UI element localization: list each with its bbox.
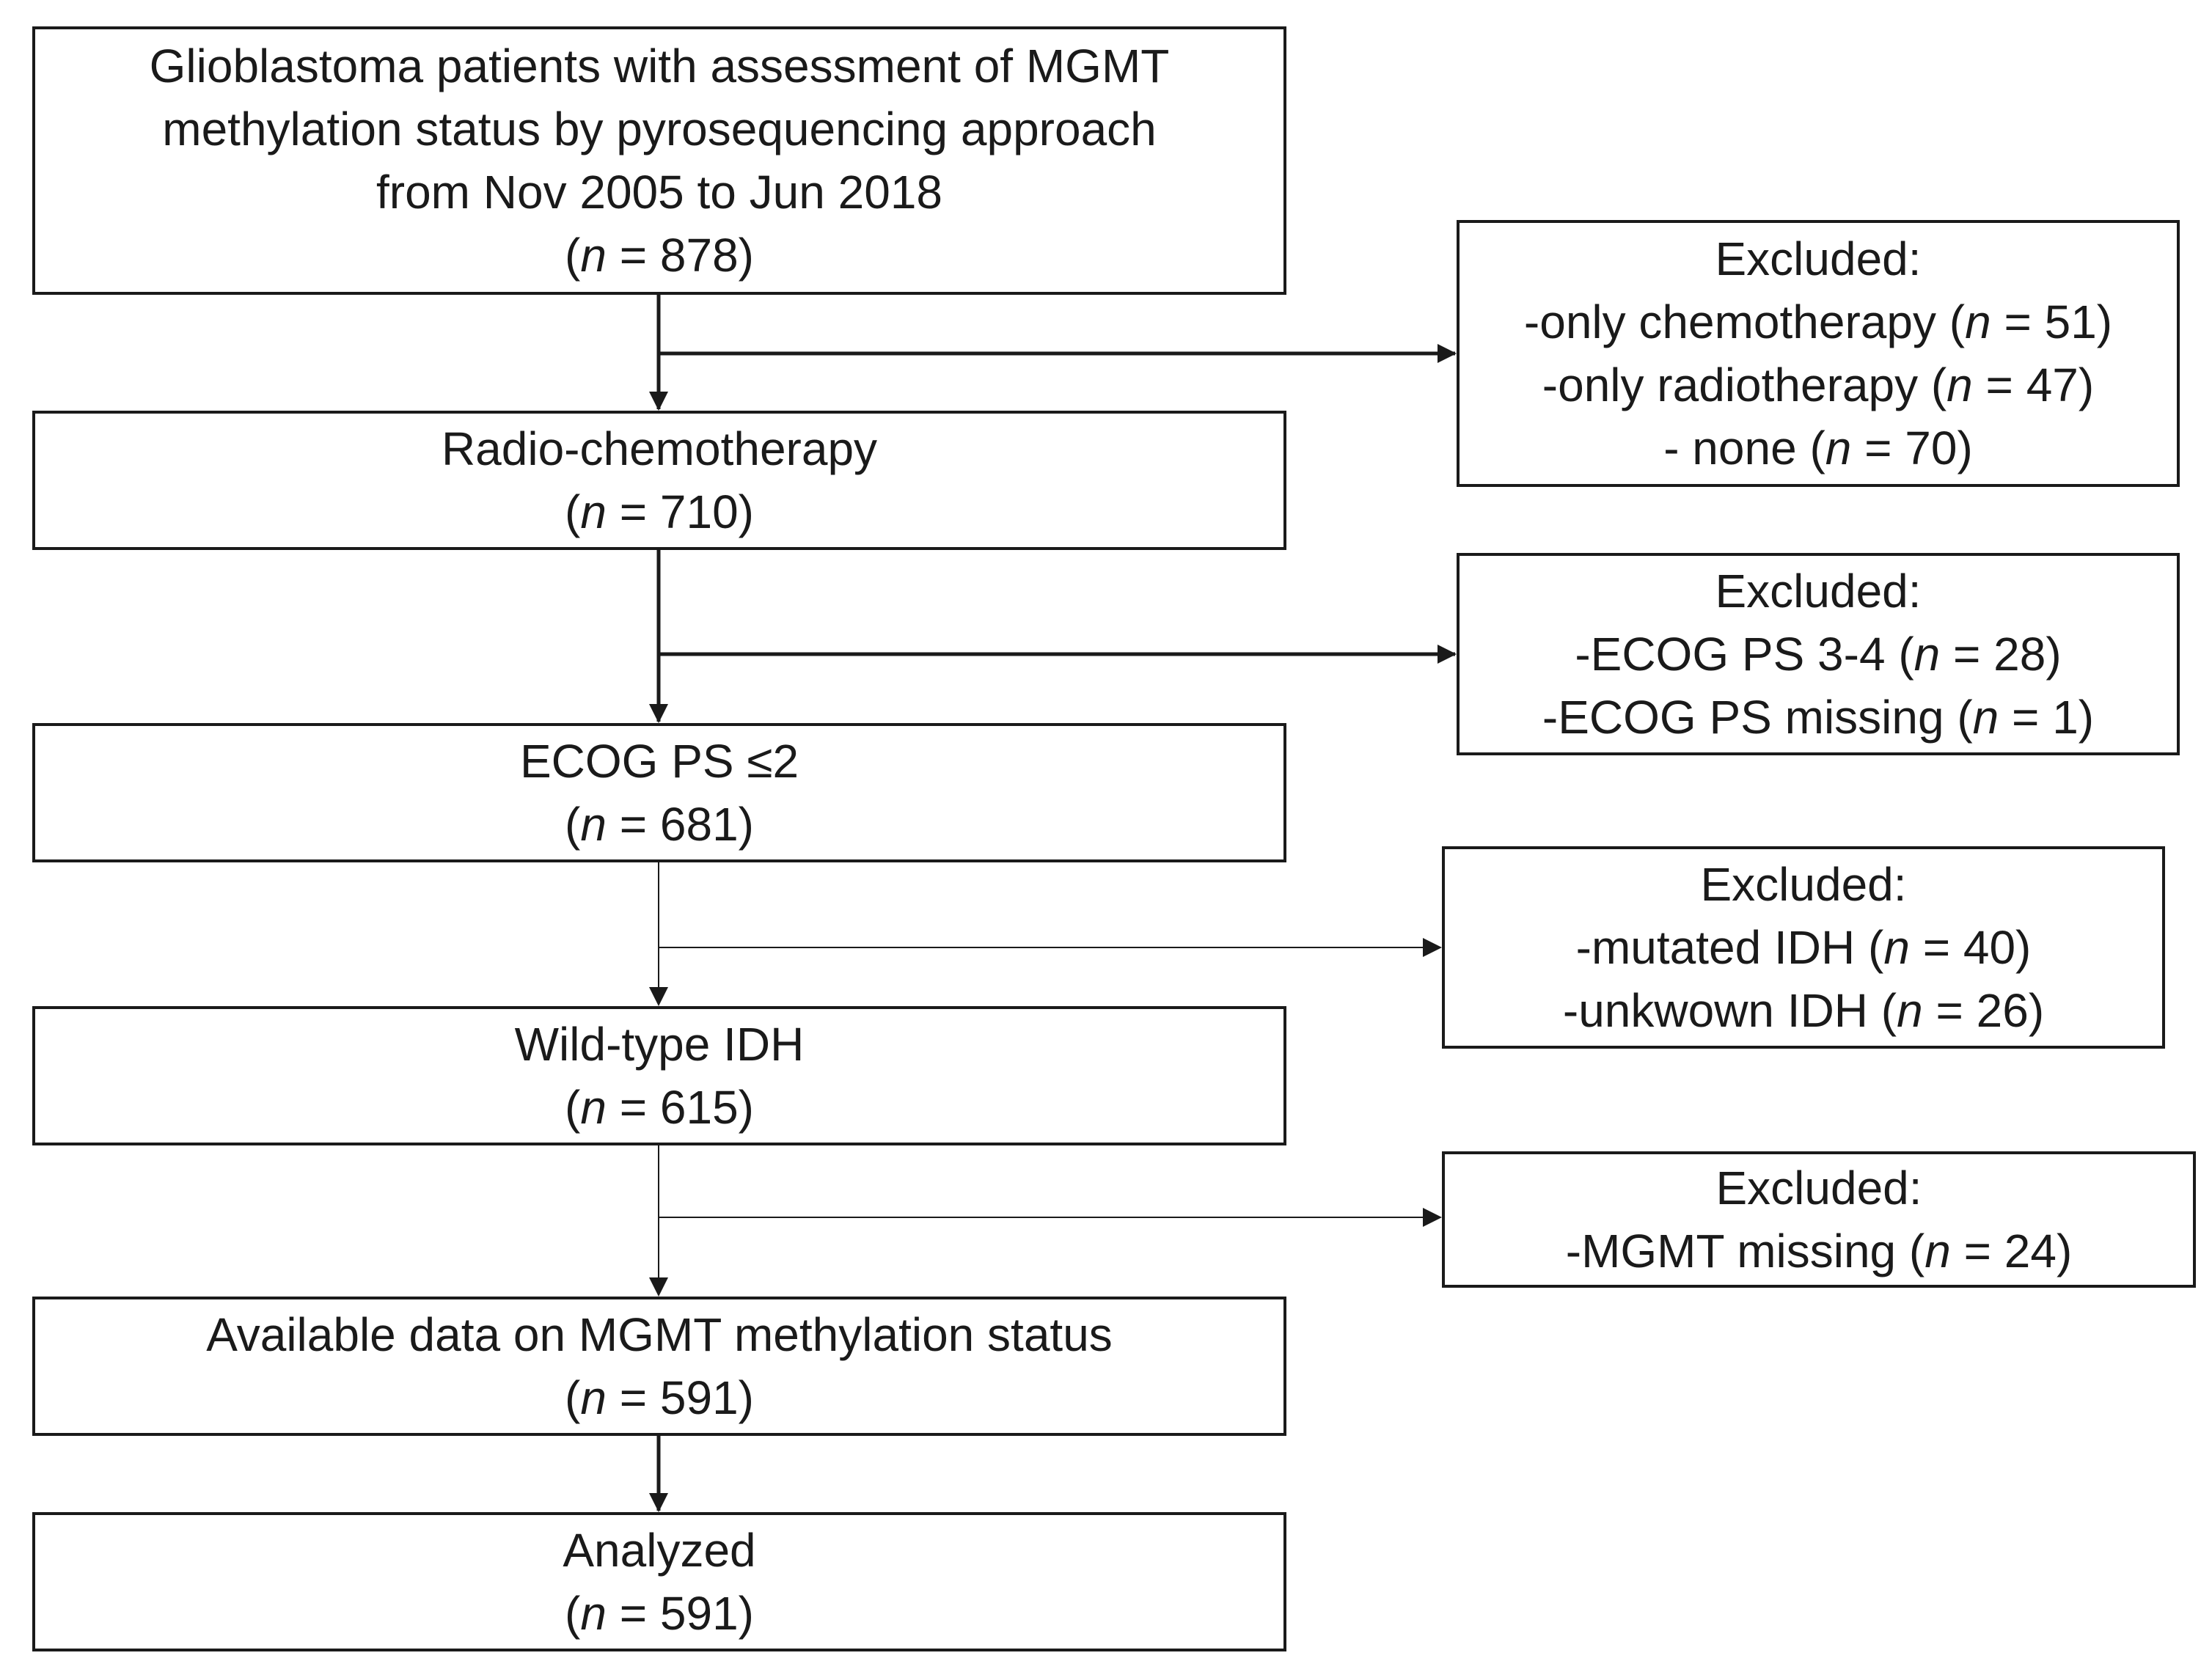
box-line: Glioblastoma patients with assessment of… <box>149 40 1170 92</box>
box-available-mgmt-data: Available data on MGMT methylation statu… <box>32 1297 1286 1436</box>
box-line: Analyzed <box>563 1524 756 1577</box>
item-label: -ECOG PS 3-4 ( <box>1575 628 1914 681</box>
n-symbol: n <box>1924 1225 1951 1277</box>
count-value: = 40) <box>1909 921 2032 974</box>
box-line: Available data on MGMT methylation statu… <box>206 1308 1113 1361</box>
box-wild-type-idh: Wild-type IDH (n = 615) <box>32 1006 1286 1145</box>
count-value: = 51) <box>1991 296 2113 348</box>
box-line: Wild-type IDH <box>514 1018 805 1071</box>
count-value: = 591) <box>606 1371 754 1424</box>
count-value: = 710) <box>606 485 754 538</box>
count-value: = 591) <box>606 1587 754 1640</box>
count-value: = 615) <box>606 1081 754 1134</box>
count-value: = 24) <box>1950 1225 2073 1277</box>
box-count: (n = 591) <box>565 1366 754 1429</box>
box-excluded-idh: Excluded: -mutated IDH (n = 40) -unkwown… <box>1442 846 2165 1049</box>
box-excluded-treatment: Excluded: -only chemotherapy (n = 51) -o… <box>1457 220 2180 487</box>
excluded-item: -mutated IDH (n = 40) <box>1576 916 2032 979</box>
count-value: = 878) <box>606 229 754 282</box>
count-prefix: ( <box>565 798 581 851</box>
item-label: -MGMT missing ( <box>1565 1225 1925 1277</box>
n-symbol: n <box>1965 296 1991 348</box>
count-value: = 1) <box>1999 691 2095 744</box>
item-label: -ECOG PS missing ( <box>1542 691 1973 744</box>
box-initial-cohort: Glioblastoma patients with assessment of… <box>32 26 1286 295</box>
count-value: = 28) <box>1940 628 2062 681</box>
box-excluded-ecog: Excluded: -ECOG PS 3-4 (n = 28) -ECOG PS… <box>1457 553 2180 755</box>
count-prefix: ( <box>565 485 581 538</box>
count-prefix: ( <box>565 1587 581 1640</box>
n-symbol: n <box>580 1371 607 1424</box>
item-label: -unkwown IDH ( <box>1562 984 1897 1037</box>
excluded-heading: Excluded: <box>1700 858 1907 911</box>
n-symbol: n <box>580 1081 607 1134</box>
box-count: (n = 681) <box>565 793 754 856</box>
count-value: = 47) <box>1972 359 2095 411</box>
box-line: methylation status by pyrosequencing app… <box>162 103 1157 155</box>
item-label: -only radiotherapy ( <box>1542 359 1947 411</box>
item-label: - none ( <box>1663 422 1825 474</box>
excluded-heading: Excluded: <box>1715 565 1922 617</box>
box-count: (n = 710) <box>565 480 754 543</box>
count-prefix: ( <box>565 1081 581 1134</box>
item-label: -only chemotherapy ( <box>1523 296 1966 348</box>
n-symbol: n <box>580 485 607 538</box>
box-radio-chemotherapy: Radio-chemotherapy (n = 710) <box>32 411 1286 550</box>
count-prefix: ( <box>565 1371 581 1424</box>
box-line: from Nov 2005 to Jun 2018 <box>376 166 943 219</box>
excluded-heading: Excluded: <box>1715 1162 1922 1214</box>
box-ecog-ps: ECOG PS ≤2 (n = 681) <box>32 723 1286 862</box>
excluded-item: -only chemotherapy (n = 51) <box>1524 290 2112 353</box>
n-symbol: n <box>580 229 607 282</box>
excluded-item: -ECOG PS 3-4 (n = 28) <box>1575 623 2061 686</box>
n-symbol: n <box>580 1587 607 1640</box>
n-symbol: n <box>1913 628 1941 681</box>
box-excluded-mgmt: Excluded: -MGMT missing (n = 24) <box>1442 1151 2196 1288</box>
n-symbol: n <box>1825 422 1852 474</box>
excluded-item: -unkwown IDH (n = 26) <box>1563 979 2044 1042</box>
count-value: = 26) <box>1922 984 2045 1037</box>
n-symbol: n <box>1947 359 1973 411</box>
count-prefix: ( <box>565 229 581 282</box>
box-count: (n = 591) <box>565 1582 754 1645</box>
item-label: -mutated IDH ( <box>1575 921 1884 974</box>
excluded-item: - none (n = 70) <box>1663 417 1973 480</box>
excluded-heading: Excluded: <box>1715 232 1922 285</box>
n-symbol: n <box>1883 921 1910 974</box>
excluded-item: -only radiotherapy (n = 47) <box>1542 353 2094 417</box>
box-line: Radio-chemotherapy <box>441 422 878 475</box>
box-count: (n = 878) <box>565 224 754 287</box>
count-value: = 70) <box>1851 422 1973 474</box>
box-analyzed: Analyzed (n = 591) <box>32 1512 1286 1651</box>
excluded-item: -ECOG PS missing (n = 1) <box>1542 686 2094 749</box>
n-symbol: n <box>1897 984 1923 1037</box>
box-line: ECOG PS ≤2 <box>519 735 799 788</box>
n-symbol: n <box>580 798 607 851</box>
box-count: (n = 615) <box>565 1076 754 1139</box>
excluded-item: -MGMT missing (n = 24) <box>1566 1220 2073 1283</box>
n-symbol: n <box>1972 691 1999 744</box>
count-value: = 681) <box>606 798 754 851</box>
